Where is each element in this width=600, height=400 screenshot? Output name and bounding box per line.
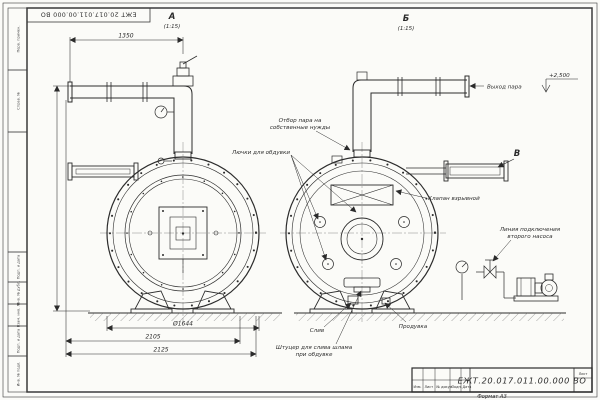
dimensions [53, 37, 260, 357]
sludge-label-2: при обдувке [296, 352, 333, 358]
margin-label-7: Инв. № подл. [17, 362, 21, 387]
door-ring-inner [128, 178, 238, 288]
hatches-label: Лючки для обдувки [231, 150, 290, 156]
view-a-label: А [168, 12, 176, 22]
title-block-texts: Изм. Лист № докум. Подп. Дата ЕЖТ.20.017… [414, 372, 588, 400]
view-v-label: В [514, 149, 520, 159]
annotation-leaders [290, 78, 578, 345]
shell-front [106, 156, 260, 310]
top-stamp-box [26, 7, 151, 23]
view-a-scale: (1:15) [164, 24, 181, 30]
steam-out-label: Выход пара [487, 85, 522, 91]
pipe-end-flange [67, 81, 73, 103]
margin-boxes [7, 7, 28, 393]
door-bolts [126, 176, 240, 290]
ground-hatch-a [90, 313, 280, 321]
bottom-fittings [343, 277, 391, 305]
inspection-hatches [314, 216, 410, 270]
dim-1350: 1350 [118, 33, 133, 40]
col-izm: Изм. [414, 385, 422, 389]
flange-ring-b [291, 162, 433, 304]
margin-label-2: Справ. № [17, 92, 21, 110]
valve-icon [483, 265, 491, 279]
view-v-arrow [497, 158, 515, 168]
title-block [411, 367, 593, 393]
view-b-scale: (1:15) [398, 26, 415, 32]
sludge-label-1: Штуцер для слива шлама [276, 345, 353, 351]
stack-and-pipe-b [352, 71, 470, 152]
door-ring [124, 174, 242, 292]
format-label: Формат А3 [477, 394, 507, 400]
view-a-boiler [67, 55, 282, 321]
view-b-boiler [285, 71, 566, 321]
pump-line-label-2: второго насоса [507, 234, 553, 240]
burner-plate [147, 206, 219, 273]
col-podp: Подп. [452, 385, 462, 389]
flange-ring [112, 162, 254, 304]
view-b-label: Б [403, 14, 410, 24]
dimension-texts: 1350 Ø1644 2105 2125 [118, 33, 193, 354]
dim-diameter: Ø1644 [172, 321, 193, 328]
flange-bolts-b [287, 158, 437, 308]
sootblower-left [67, 162, 139, 181]
ground-hatch-b [296, 313, 564, 321]
steam-tap-nozzle [331, 155, 343, 164]
col-ndoc: № докум. [437, 385, 454, 389]
flange-bolts [108, 158, 258, 308]
doc-number: ЕЖТ.20.017.011.00.000 ВО [458, 376, 587, 386]
top-stamp-text: ЕЖТ 20.017.011.00.000 ВО [40, 11, 136, 18]
sheet-label: Лист [579, 372, 588, 376]
elevation-mark [541, 78, 578, 93]
view-labels: А (1:15) Б (1:15) В [164, 12, 520, 168]
stack-and-pipe [67, 81, 193, 154]
explosion-valve-label: Клапан взрывной [428, 196, 480, 202]
annotation-texts: Выход пара +2,500 Отбор пара на собствен… [231, 73, 570, 358]
gauge-icon [455, 260, 469, 274]
pipe-end-flange-b [464, 75, 470, 98]
margin-labels: Перв. примен. Справ. № Подп. и дата Инв.… [17, 26, 21, 387]
stack-nozzle-b [353, 149, 371, 158]
margin-label-5: Взам. инв. № [17, 303, 21, 328]
elevation-label: +2,500 [549, 73, 570, 79]
inner-ring-b [299, 170, 425, 296]
margin-label-3: Подп. и дата [17, 255, 21, 279]
explosion-valve-hatch [330, 184, 394, 206]
side-equipment [455, 259, 559, 302]
col-list: Лист [425, 385, 434, 389]
margin-label-6: Подп. и дата [17, 329, 21, 353]
pump-unit [513, 273, 559, 302]
drain-label: Слив [310, 328, 324, 334]
burner-opening [340, 217, 384, 261]
margin-label-4: Инв. № дубл. [17, 281, 21, 306]
steam-tap-label-1: Отбор пара на [279, 118, 322, 124]
burner-opening-inner [346, 223, 378, 255]
stack-nozzle [174, 151, 192, 160]
blowdown-label: Продувка [399, 324, 428, 330]
pump-line-label-1: Линия подключения [499, 227, 561, 233]
supports-a [130, 290, 235, 314]
margin-label-1: Перв. примен. [17, 26, 21, 53]
safety-valve [172, 55, 198, 87]
pressure-gauge [154, 105, 174, 119]
top-stamp: ЕЖТ 20.017.011.00.000 ВО [26, 7, 151, 23]
dim-2125: 2125 [153, 347, 168, 354]
col-data: Дата [463, 385, 472, 389]
dim-2105: 2105 [145, 334, 160, 341]
sootblower-right [406, 160, 509, 182]
steam-tap-label-2: собственные нужды [270, 125, 331, 131]
